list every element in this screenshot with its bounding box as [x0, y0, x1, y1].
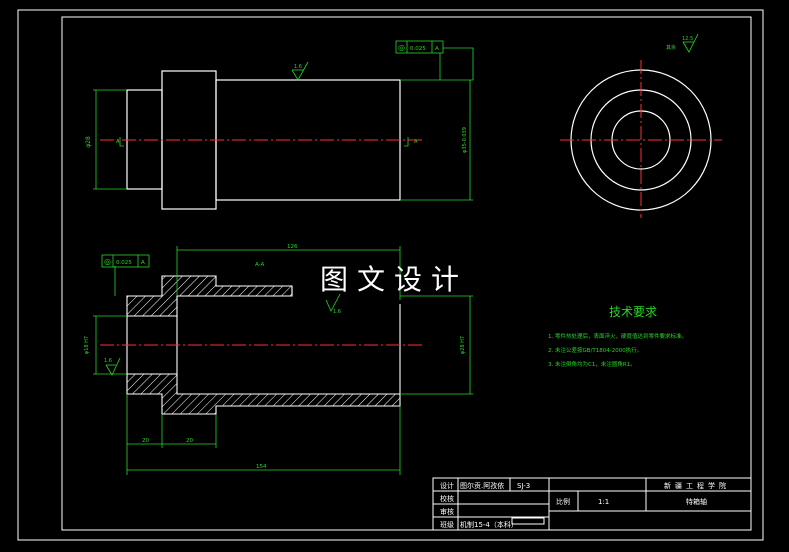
- section-left-roughness: 1.6: [104, 358, 112, 364]
- top-right-dia: φ35-0.039: [462, 127, 468, 153]
- tech-requirements-title: 技术要求: [609, 305, 657, 319]
- tech-requirements: 技术要求 1. 零件热处理后，表面淬火，硬度值达到零件要求标准。 2. 未注公差…: [548, 305, 687, 368]
- designer-name: 图尔贡.阿孜依: [460, 481, 504, 490]
- len-left-1: 20: [142, 438, 149, 444]
- top-left-dia: φ28: [85, 136, 92, 148]
- end-view-centerlines: [560, 60, 722, 218]
- tolerance-datum-bottom: A: [141, 260, 145, 266]
- watermark: 图文设计: [320, 263, 468, 296]
- tech-requirement-1: 1. 零件热处理后，表面淬火，硬度值达到零件要求标准。: [548, 332, 687, 340]
- title-label-review: 审核: [440, 507, 454, 516]
- title-label-design: 设计: [440, 481, 454, 490]
- corner-roughness-value: 12.5: [682, 36, 693, 42]
- tech-requirement-3: 3. 未注倒角均为C1，未注圆角R1。: [548, 360, 636, 368]
- tolerance-value-bottom: 0.025: [116, 260, 132, 266]
- drawing-number: SJ-3: [517, 482, 530, 490]
- section-right-dia: φ28 H7: [460, 336, 466, 354]
- tolerance-datum-top: A: [435, 46, 439, 52]
- coaxiality-icon: ◎: [104, 257, 111, 266]
- outer-border: [17, 9, 764, 541]
- coaxiality-icon: ◎: [398, 43, 405, 52]
- school-name: 新疆工程学院: [664, 481, 730, 490]
- section-top-len: 126: [287, 244, 298, 250]
- title-label-check: 校核: [440, 494, 454, 503]
- tech-requirement-2: 2. 未注公差按GB/T1804-2000执行。: [548, 346, 642, 354]
- top-dimension-lines: [93, 47, 474, 201]
- corner-roughness: [682, 33, 699, 53]
- section-bore-roughness: 1.6: [333, 309, 341, 315]
- class-name: 机制15-4（本科）: [460, 520, 518, 529]
- section-view: [126, 275, 401, 415]
- len-left-2: 20: [186, 438, 193, 444]
- scale-value: 1:1: [598, 498, 609, 506]
- tolerance-value-top: 0.025: [410, 46, 426, 52]
- top-datum-left: A: [116, 139, 120, 145]
- top-roughness: 1.6: [294, 64, 302, 70]
- tolerance-frame-bottom: ◎ 0.025 A: [101, 254, 150, 268]
- section-dimension-lines: [93, 246, 473, 475]
- tolerance-frame-top: ◎ 0.025 A: [395, 40, 444, 54]
- part-name: 特箱轴: [686, 497, 707, 506]
- scale-label: 比例: [556, 497, 570, 506]
- corner-roughness-note: 其余: [666, 44, 676, 51]
- section-left-dia: φ18 H7: [84, 336, 90, 354]
- top-datum-right: A: [414, 139, 418, 145]
- total-len: 154: [256, 464, 267, 470]
- title-label-class: 班级: [440, 520, 454, 529]
- inner-border: [61, 16, 752, 531]
- title-block: [432, 477, 752, 531]
- section-label: A-A: [255, 262, 265, 268]
